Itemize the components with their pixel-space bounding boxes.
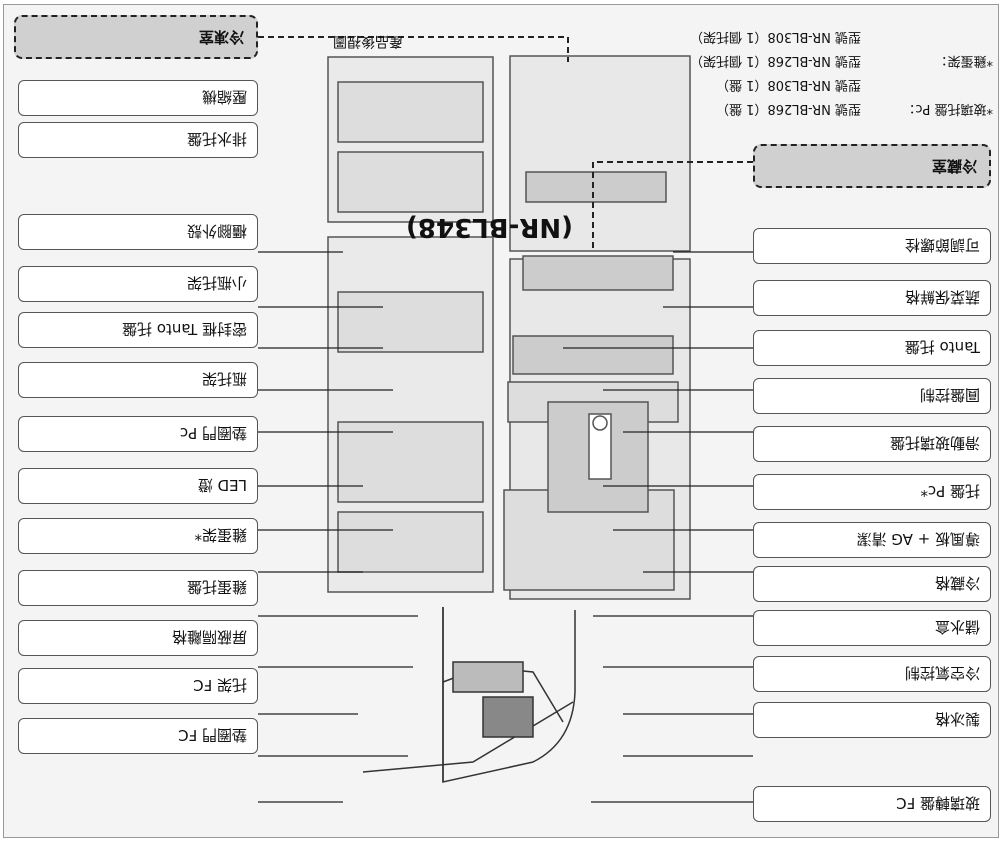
fridge-body xyxy=(503,55,691,600)
note-egg-rack-model-2: 型號 NR-BL308（1 個托架） xyxy=(690,29,861,44)
label-bottle-rack-text: 瓶托架 xyxy=(201,370,247,388)
label-door-gasket-fc-text: 墊圈門 FC xyxy=(178,726,247,744)
label-rack-fc: 托架 FC xyxy=(18,668,258,704)
note-egg-rack-model-1: 型號 NR-BL268（1 個托架） xyxy=(690,53,861,68)
label-drain-pan-text: 排水托盤 xyxy=(186,130,247,148)
label-small-bottle-rack: 小瓶托架 xyxy=(18,266,258,302)
label-vegetable-case-text: 蔬菜保鮮格 xyxy=(904,288,980,306)
label-air-control-text: 冷空氣控制 xyxy=(904,664,980,682)
zone-fridge: 冷藏室 xyxy=(753,144,991,188)
label-drain-pan: 排水托盤 xyxy=(18,122,258,158)
label-egg-tray: 雞蛋托盤 xyxy=(18,570,258,606)
label-sealed-tanto: 密封框 Tanto 托盤 xyxy=(18,312,258,348)
left-leaders xyxy=(563,251,753,803)
label-compressor: 壓縮機 xyxy=(18,80,258,116)
label-sealed-tanto-text: 密封框 Tanto 托盤 xyxy=(122,320,247,338)
label-chilled-case: 冷藏格 xyxy=(753,566,991,602)
label-door-gasket-pc: 墊圈門 Pc xyxy=(18,416,258,452)
label-egg-tray-text: 雞蛋托盤 xyxy=(186,578,247,596)
label-adjustable-foot: 可調節螺栓 xyxy=(753,228,991,264)
note-glass-shelf-label: *玻璃托盤 Pc： xyxy=(902,101,993,116)
fridge-door xyxy=(327,56,494,593)
note-glass-shelf-model-1: 型號 NR-BL268（1 盤） xyxy=(716,101,861,116)
zone-connectors xyxy=(258,36,753,252)
label-sliding-glass-shelf-text: 滑動玻璃托盤 xyxy=(889,434,980,452)
label-glass-rotating-fc: 玻璃轉盤 FC xyxy=(753,786,991,822)
label-compressor-text: 壓縮機 xyxy=(201,88,247,106)
label-sliding-glass-shelf: 滑動玻璃托盤 xyxy=(753,426,991,462)
note-egg-rack-label: *雞蛋架： xyxy=(934,53,993,68)
label-ice-tray-text: 製冰格 xyxy=(934,710,980,728)
label-adjustable-foot-text: 可調節螺栓 xyxy=(904,236,980,254)
label-ice-box-text: 儲水盒 xyxy=(934,618,980,636)
label-dial-control: 圓盤控制 xyxy=(753,378,991,414)
label-ice-box: 儲水盒 xyxy=(753,610,991,646)
right-leaders xyxy=(258,251,418,803)
label-air-control: 冷空氣控制 xyxy=(753,656,991,692)
label-bottle-rack: 瓶托架 xyxy=(18,362,258,398)
zone-freezer-text: 冷凍室 xyxy=(198,28,244,46)
label-rack-fc-text: 托架 FC xyxy=(193,676,247,694)
label-freezer-box: 屏蔽隔離格 xyxy=(18,620,258,656)
rear-view-sketch xyxy=(362,607,576,783)
label-led-light-text: LED 燈 xyxy=(197,476,247,494)
model-label: (NR-BL348) xyxy=(406,212,573,242)
label-ice-tray: 製冰格 xyxy=(753,702,991,738)
label-cabinet-cover: 櫃腳外殼 xyxy=(18,214,258,250)
label-shelf-pc: 托盤 Pc* xyxy=(753,474,991,510)
label-chilled-case-text: 冷藏格 xyxy=(934,574,980,592)
label-door-gasket-pc-text: 墊圈門 Pc xyxy=(179,424,247,442)
label-led-light: LED 燈 xyxy=(18,468,258,504)
note-glass-shelf-model-2: 型號 NR-BL308（1 盤） xyxy=(716,77,861,92)
label-egg-rack: 雞蛋架* xyxy=(18,518,258,554)
label-tanto-shelf-text: Tanto 托盤 xyxy=(904,338,980,356)
label-egg-rack-text: 雞蛋架* xyxy=(194,526,247,544)
zone-freezer: 冷凍室 xyxy=(14,15,258,59)
label-freezer-box-text: 屏蔽隔離格 xyxy=(171,628,247,646)
label-fan-ag-text: 導風板 + AG 清潔 xyxy=(856,530,981,548)
label-tanto-shelf: Tanto 托盤 xyxy=(753,330,991,366)
inset-caption: 產品後視圖 xyxy=(333,33,403,49)
zone-fridge-text: 冷藏室 xyxy=(931,157,977,175)
label-dial-control-text: 圓盤控制 xyxy=(919,386,980,404)
label-vegetable-case: 蔬菜保鮮格 xyxy=(753,280,991,316)
label-cabinet-cover-text: 櫃腳外殼 xyxy=(186,222,247,240)
label-door-gasket-fc: 墊圈門 FC xyxy=(18,718,258,754)
label-small-bottle-rack-text: 小瓶托架 xyxy=(186,274,247,292)
label-fan-ag: 導風板 + AG 清潔 xyxy=(753,522,991,558)
label-shelf-pc-text: 托盤 Pc* xyxy=(920,482,980,500)
label-glass-rotating-fc-text: 玻璃轉盤 FC xyxy=(896,794,980,812)
